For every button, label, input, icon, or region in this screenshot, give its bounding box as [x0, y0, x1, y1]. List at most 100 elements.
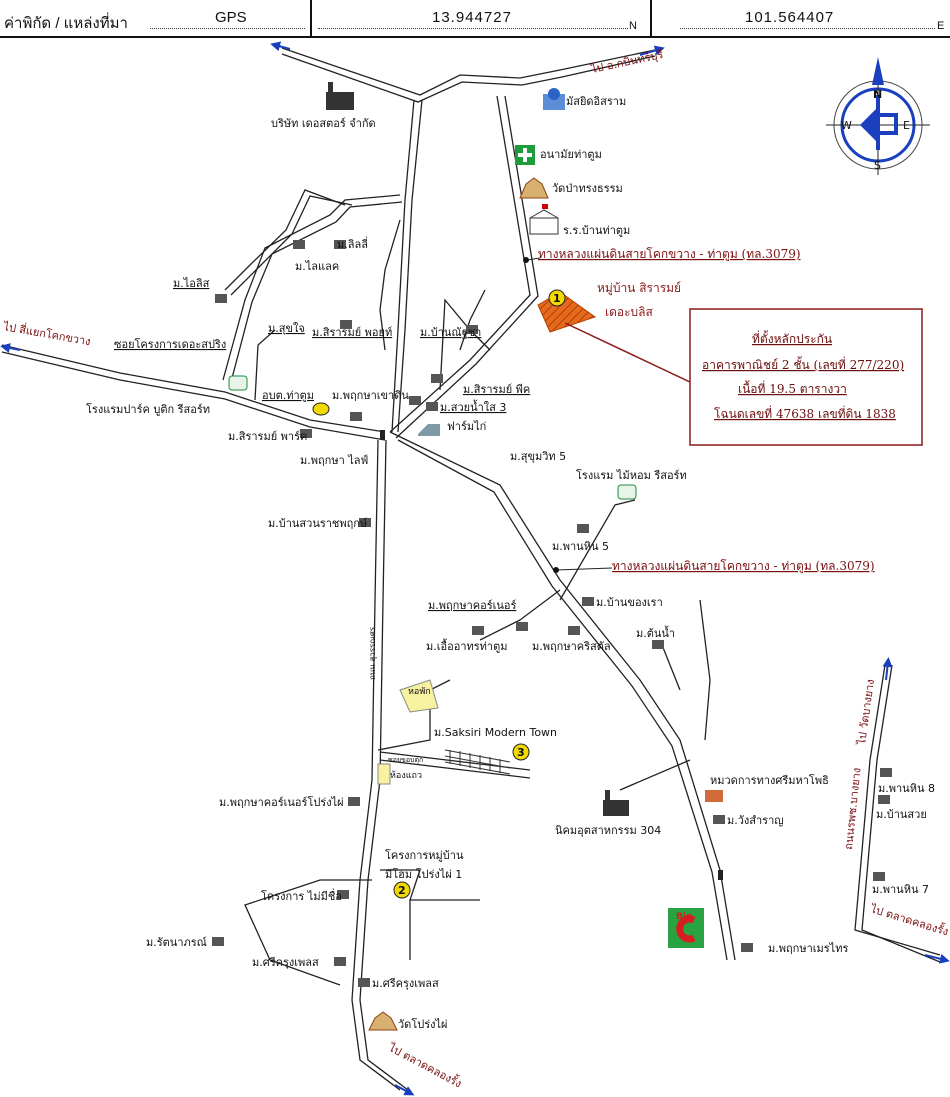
- house-icon: [359, 518, 371, 527]
- label-phruksa-life: ม.พฤกษา ไลฟ์: [300, 454, 368, 467]
- house-icon: [652, 640, 664, 649]
- road: [377, 679, 451, 751]
- info-deed: โฉนดเลขที่ 47638 เลขที่ดิน 1838: [714, 405, 896, 421]
- house-icon: [878, 795, 890, 804]
- compass-n: N: [873, 88, 882, 101]
- house-icon: [568, 626, 580, 635]
- house-icon: [358, 978, 370, 987]
- dotted-line: [150, 28, 305, 29]
- compass-icon: N S E W: [826, 57, 930, 175]
- house-icon: [880, 768, 892, 777]
- label-phruksa-corner-pl: ม.พฤกษาคอร์เนอร์โปร่งไผ่: [219, 795, 344, 809]
- info-building: อาคารพาณิชย์ 2 ชั้น (เลขที่ 277/220): [702, 356, 904, 372]
- label-chicken-farm: ฟาร์มไก่: [447, 420, 486, 433]
- house-icon: [741, 943, 753, 952]
- compass-w: W: [841, 119, 852, 132]
- latitude-value: 13.944727: [432, 9, 512, 26]
- house-icon: [713, 815, 725, 824]
- big-c-text: Big: [676, 912, 692, 922]
- road: [861, 664, 941, 963]
- road: [391, 99, 415, 433]
- road: [222, 194, 401, 381]
- pointer-line: [564, 322, 691, 383]
- info-box: ที่ตั้งหลักประกัน อาคารพาณิชย์ 2 ชั้น (เ…: [689, 308, 923, 446]
- label-lilac: ม.ไลแลค: [295, 260, 339, 273]
- target-property[interactable]: 1 หมู่บ้าน สิรารมย์ เดอะบลิส: [537, 281, 691, 383]
- label-ban-suan: ม.บ้านสวนราชพฤกษ์: [268, 517, 367, 530]
- label-mosque: มัสยิดอิสราม: [566, 95, 626, 108]
- arrow: [639, 45, 665, 56]
- label-resort-park: โรงแรมปาร์ค บูติก รีสอร์ท: [86, 402, 210, 416]
- road: [244, 879, 372, 986]
- dotted-line: [680, 28, 935, 29]
- dotted-line: [318, 28, 628, 29]
- road: [224, 189, 346, 291]
- marker-3-label: 3: [517, 746, 525, 759]
- marker-2: [393, 881, 411, 899]
- dir-side-road: ถนนรพช.บางยาง: [842, 767, 864, 850]
- label-sri-krung1: ม.ศรีครุงเพลส: [252, 956, 319, 969]
- road: [479, 589, 561, 641]
- label-phruksa-khaodin: ม.พฤกษาเขาดิน: [332, 389, 409, 402]
- label-health: อนามัยท่าตูม: [540, 148, 602, 161]
- road: [351, 439, 401, 1091]
- road: [230, 195, 353, 296]
- road: [254, 329, 276, 401]
- label-sirarom-peak: ม.สิรารมย์ พีค: [463, 383, 530, 396]
- saksiri-grid-icon: [444, 749, 511, 775]
- house-icon: [431, 374, 443, 383]
- label-soi-spring: ซอยโครงการเดอะสปริง: [114, 337, 226, 351]
- mosque-icon: [543, 88, 565, 110]
- label-sri-krung2: ม.ศรีครุงเพลส: [372, 977, 439, 990]
- house-icon: [577, 524, 589, 533]
- dir-kokkwang: ไป สี่แยกโคกขวาง: [1, 318, 91, 348]
- label-ua-athorn: ม.เอื้ออาทรท่าตูม: [426, 638, 508, 653]
- label-suaynam: ม.สวยน้ำใส 3: [440, 399, 506, 414]
- road-label-3079-mid: ทางหลวงแผ่นดินสายโคกขวาง - ท่าตูม (ทล.30…: [612, 559, 875, 574]
- house-icon: [212, 937, 224, 946]
- label-wat-pa: วัดป่าทรงธรรม: [552, 182, 623, 195]
- target-title-line1: หมู่บ้าน สิรารมย์: [597, 281, 681, 296]
- label-lily: ม.ลิลลี่: [337, 236, 368, 251]
- house-icon: [466, 325, 478, 334]
- house-icon: [350, 412, 362, 421]
- hotel-icon: [617, 484, 637, 500]
- dorm-icon: [399, 679, 439, 713]
- traffic-light-icon: [718, 870, 723, 880]
- label-hotel-maihom: โรงแรม ไม้หอม รีสอร์ท: [576, 468, 687, 482]
- marker-3: [512, 743, 530, 761]
- label-phanhin7: ม.พานหิน 7: [872, 883, 929, 896]
- lat-suffix: N: [629, 20, 637, 32]
- label-wat-prongphai: วัดโปร่งไผ่: [398, 1017, 447, 1031]
- road: [281, 53, 656, 103]
- dir-market-right: ไป ตลาดคลองรั้ง: [868, 900, 950, 938]
- house-icon: [215, 294, 227, 303]
- info-area: เนื้อที่ 19.5 ตารางวา: [738, 380, 847, 396]
- compass-s: S: [874, 159, 881, 172]
- label-ban-khongrao: ม.บ้านของเรา: [596, 596, 663, 609]
- label-phanhin8: ม.พานหิน 8: [878, 782, 935, 795]
- road: [397, 439, 728, 961]
- label-project-line2: มีโฮม โปร่งไผ่ 1: [385, 867, 462, 881]
- label-ratana: ม.รัตนาภรณ์: [146, 936, 207, 949]
- factory-icon: [603, 790, 629, 816]
- house-icon: [300, 429, 312, 438]
- marker-1: [548, 289, 566, 307]
- label-company: บริษัท เดอสตอร์ จำกัด: [271, 117, 376, 130]
- label-industrial: นิคมอุตสาหกรรม 304: [555, 824, 661, 837]
- house-icon: [516, 622, 528, 631]
- marker-1-label: 1: [553, 292, 561, 305]
- target-plot: [537, 291, 597, 333]
- big-c-logo-icon: Big: [668, 908, 704, 948]
- label-iris: ม.ไอลิส: [173, 277, 210, 290]
- label-sirarom-park: ม.สิรารมย์ พาร์ค: [228, 430, 307, 443]
- temple-icon: [519, 177, 549, 199]
- label-dorm: หอพัก: [408, 687, 431, 697]
- label-highway-dept: หมวดการทางศรีมหาโพธิ: [710, 773, 829, 787]
- label-phanhin5: ม.พานหิน 5: [552, 540, 609, 553]
- road: [230, 201, 403, 383]
- house-icons: [212, 240, 892, 987]
- house-icon: [340, 320, 352, 329]
- dir-kabinburi: ไป อ.กบินทร์บุรี: [589, 48, 664, 76]
- road: [559, 499, 636, 601]
